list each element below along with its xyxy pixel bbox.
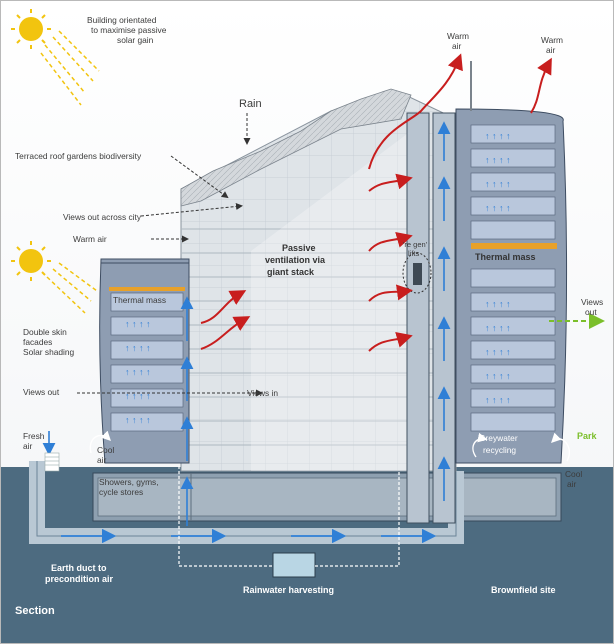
svg-text:air: air: [23, 441, 33, 451]
svg-text:cycle stores: cycle stores: [99, 487, 143, 497]
basement: [92, 472, 562, 522]
svg-text:Solar shading: Solar shading: [23, 347, 75, 357]
svg-text:↑ ↑ ↑ ↑: ↑ ↑ ↑ ↑: [485, 299, 511, 309]
svg-text:Earth duct to: Earth duct to: [51, 563, 107, 573]
svg-text:↑ ↑ ↑ ↑: ↑ ↑ ↑ ↑: [125, 319, 151, 329]
right-wing: [455, 108, 568, 464]
terraced-label: Terraced roof gardens biodiversity: [15, 151, 142, 161]
warm-air-label-left: Warm air: [73, 234, 107, 244]
svg-text:↑ ↑ ↑ ↑: ↑ ↑ ↑ ↑: [485, 371, 511, 381]
solar-label: Building orientated to maximise passive …: [87, 15, 167, 45]
svg-text:to maximise passive: to maximise passive: [91, 25, 167, 35]
sun-icon: [11, 241, 98, 314]
view-arrows: [77, 113, 263, 397]
greywater-label: Greywater recycling: [479, 433, 518, 455]
views-out-right-label: Views out: [581, 297, 603, 317]
svg-text:↑ ↑ ↑ ↑: ↑ ↑ ↑ ↑: [485, 131, 511, 141]
svg-text:Cool: Cool: [97, 445, 114, 455]
brownfield-label: Brownfield site: [491, 585, 556, 595]
svg-text:Showers, gyms,: Showers, gyms,: [99, 477, 159, 487]
double-skin-label: Double skin facades Solar shading: [23, 327, 75, 357]
svg-text:↑ ↑ ↑ ↑: ↑ ↑ ↑ ↑: [485, 347, 511, 357]
rainwater-label: Rainwater harvesting: [243, 585, 334, 595]
building-body: [180, 88, 457, 472]
thermal-mass-left-bar: [109, 287, 185, 291]
svg-text:↑ ↑ ↑ ↑: ↑ ↑ ↑ ↑: [125, 343, 151, 353]
cool-air-right-label: Cool air: [565, 469, 582, 489]
svg-text:ventilation via: ventilation via: [265, 255, 326, 265]
views-in-label: Views in: [247, 388, 278, 398]
earth-duct: [29, 461, 464, 544]
svg-text:air: air: [567, 479, 577, 489]
svg-text:↑ ↑ ↑ ↑: ↑ ↑ ↑ ↑: [125, 391, 151, 401]
svg-text:recycling: recycling: [483, 445, 516, 455]
svg-text:giant stack: giant stack: [267, 267, 315, 277]
svg-text:↑ ↑ ↑ ↑: ↑ ↑ ↑ ↑: [125, 415, 151, 425]
cool-air-swirls: [89, 430, 571, 462]
views-city-label: Views out across city: [63, 212, 142, 222]
svg-text:'re gen': 're gen': [403, 240, 428, 249]
fresh-air-label: Fresh air: [23, 431, 45, 451]
regen-lifts-label: 're gen' lifts: [403, 240, 428, 258]
central-stack: [402, 61, 472, 524]
svg-text:Passive: Passive: [282, 243, 316, 253]
svg-text:Warm: Warm: [541, 35, 563, 45]
svg-text:Building orientated: Building orientated: [87, 15, 157, 25]
thermal-mass-left-label: Thermal mass: [113, 295, 166, 305]
svg-text:↑ ↑ ↑ ↑: ↑ ↑ ↑ ↑: [485, 155, 511, 165]
thermal-mass-right-bar: [471, 243, 557, 249]
svg-text:↑ ↑ ↑ ↑: ↑ ↑ ↑ ↑: [125, 367, 151, 377]
thermal-mass-right-label: Thermal mass: [475, 252, 536, 262]
svg-text:precondition air: precondition air: [45, 574, 114, 584]
svg-text:Fresh: Fresh: [23, 431, 45, 441]
section-label: Section: [15, 605, 55, 617]
svg-text:solar gain: solar gain: [117, 35, 154, 45]
warm-air-label-top1: Warm air: [447, 31, 469, 51]
cool-air-arrows: [42, 121, 451, 526]
svg-text:Warm: Warm: [447, 31, 469, 41]
left-wing: [99, 258, 190, 464]
small-up-arrows: ↑ ↑ ↑ ↑ ↑ ↑ ↑ ↑ ↑ ↑ ↑ ↑ ↑ ↑ ↑ ↑ ↑ ↑ ↑ ↑ …: [125, 131, 511, 425]
passive-ventilation-label: Passive ventilation via giant stack: [265, 243, 326, 277]
svg-text:↑ ↑ ↑ ↑: ↑ ↑ ↑ ↑: [485, 395, 511, 405]
park-label: Park: [577, 431, 598, 441]
svg-text:Greywater: Greywater: [479, 433, 518, 443]
svg-text:↑ ↑ ↑ ↑: ↑ ↑ ↑ ↑: [485, 323, 511, 333]
svg-text:Views: Views: [581, 297, 603, 307]
svg-text:air: air: [452, 41, 462, 51]
svg-text:Cool: Cool: [565, 469, 582, 479]
warm-air-arrows: [200, 53, 552, 352]
earth-duct-label: Earth duct to precondition air: [45, 563, 114, 584]
rain-label: Rain: [239, 98, 262, 110]
svg-text:Double skin: Double skin: [23, 327, 67, 337]
svg-text:↑ ↑ ↑ ↑: ↑ ↑ ↑ ↑: [485, 203, 511, 213]
fresh-air-grille: [44, 452, 60, 472]
svg-text:lifts: lifts: [408, 249, 420, 258]
svg-text:facades: facades: [23, 337, 52, 347]
sun-icon: [11, 9, 100, 106]
svg-text:air: air: [546, 45, 556, 55]
svg-text:air: air: [97, 455, 107, 465]
warm-air-label-top2: Warm air: [541, 35, 563, 55]
svg-text:out: out: [585, 307, 597, 317]
cool-air-left-label: Cool air: [97, 445, 114, 465]
showers-label: Showers, gyms, cycle stores: [99, 477, 159, 497]
views-out-left-label: Views out: [23, 387, 60, 397]
svg-text:↑ ↑ ↑ ↑: ↑ ↑ ↑ ↑: [485, 179, 511, 189]
